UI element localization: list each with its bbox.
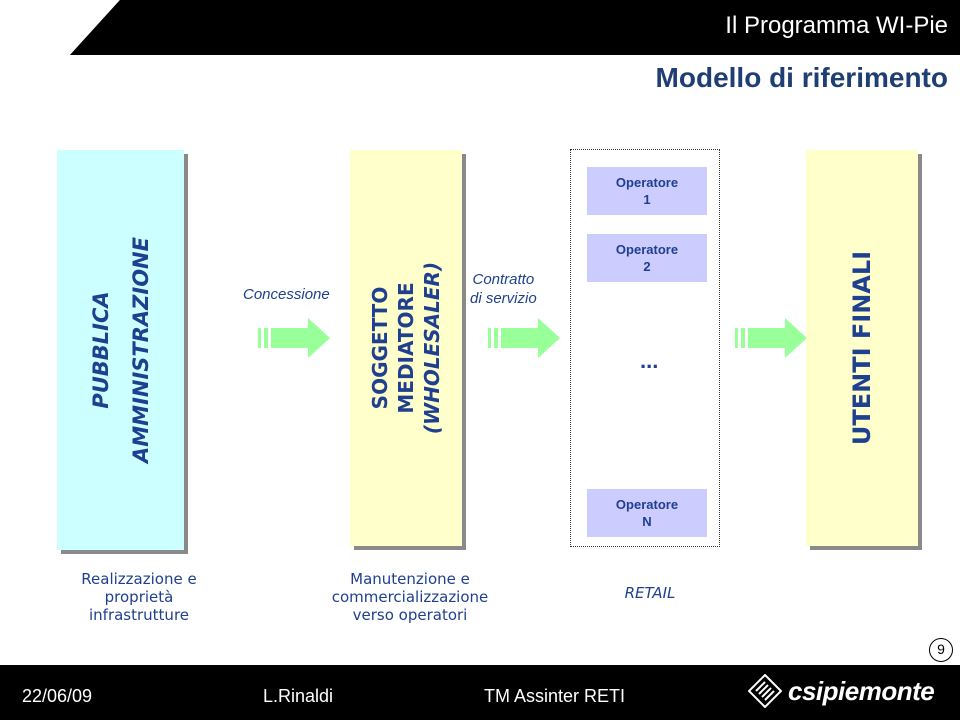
footer-event: TM Assinter RETI [484,686,626,706]
operators-frame [570,149,720,547]
arrow-right-icon [258,318,330,358]
caption-retail: RETAIL [624,584,676,602]
arrow-right-icon [488,318,560,358]
soggetto-mediatore-label: SOGGETTO MEDIATORE (WHOLESALER) [368,261,444,435]
soggetto-mediatore-box: SOGGETTO MEDIATORE (WHOLESALER) [350,150,462,546]
caption-realizzazione: Realizzazione e proprietà infrastrutture [81,570,197,624]
pubblica-amministrazione-box: PUBBLICA AMMINISTRAZIONE [57,150,184,550]
header-title: Il Programma WI-Pie [725,12,948,39]
operator-1-box: Operatore 1 [587,167,707,215]
operator-2-box: Operatore 2 [587,234,707,282]
arrow-right-icon [735,318,807,358]
caption-manutenzione: Manutenzione e commercializzazione verso… [331,570,489,624]
operator-n-box: Operatore N [587,489,707,537]
page-number: 9 [929,638,953,662]
header-decoration [0,0,960,55]
csipiemonte-logo: csipiemonte [748,674,935,708]
utenti-finali-label: UTENTI FINALI [848,250,876,446]
logo-text: csipiemonte [788,675,935,706]
logo-diamond-icon [748,674,782,708]
slide-subtitle: Modello di riferimento [655,62,948,93]
pubblica-amministrazione-label: PUBBLICA AMMINISTRAZIONE [88,237,153,463]
header-bar: Il Programma WI-Pie [0,0,960,55]
footer-bar [0,665,960,720]
contratto-label: Contratto di servizio [470,271,537,307]
footer-date: 22/06/09 [22,686,93,706]
operators-ellipsis: ... [640,348,659,373]
utenti-finali-box: UTENTI FINALI [806,150,918,546]
concessione-label: Concessione [243,286,330,303]
footer-author: L.Rinaldi [263,686,334,706]
